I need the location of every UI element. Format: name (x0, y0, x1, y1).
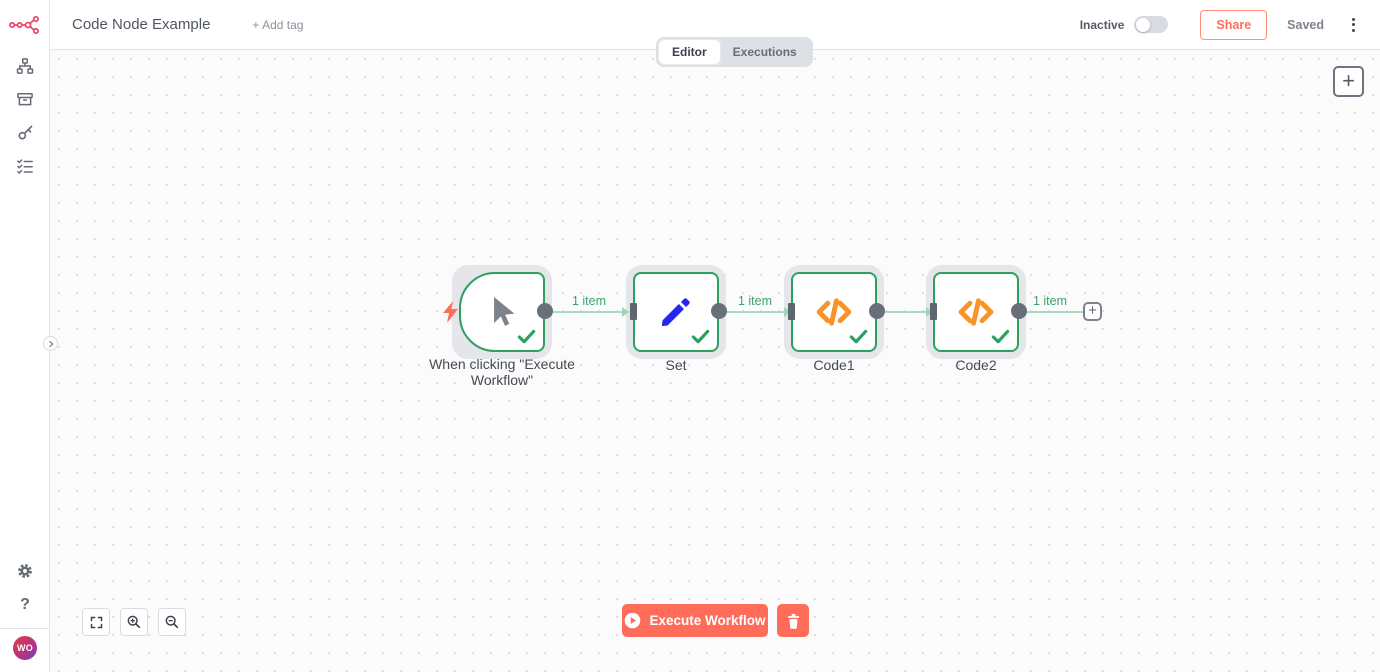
connection-wire[interactable] (877, 311, 933, 313)
add-tag-button[interactable]: + Add tag (252, 17, 304, 32)
zoom-in-button[interactable] (120, 608, 148, 636)
node-code1[interactable] (784, 265, 884, 359)
node-label: When clicking "Execute Workflow" (429, 356, 575, 389)
activation-status-label: Inactive (1079, 17, 1125, 32)
pencil-icon (661, 298, 690, 327)
node-body[interactable] (459, 272, 545, 352)
node-body[interactable] (791, 272, 877, 352)
sidebar-item-settings[interactable] (0, 557, 50, 585)
toggle-knob (1136, 17, 1151, 32)
share-button[interactable]: Share (1200, 9, 1268, 40)
header: Code Node Example + Add tag Inactive Sha… (50, 0, 1380, 50)
zoom-out-icon (165, 615, 179, 629)
success-check-icon (691, 329, 710, 344)
connection-wire[interactable] (545, 311, 629, 313)
input-connector[interactable] (930, 303, 937, 320)
sidebar-item-help[interactable]: ? (0, 591, 50, 619)
connection-label: 1 item (571, 294, 607, 308)
success-check-icon (991, 329, 1010, 344)
node-label: Code2 (955, 357, 997, 373)
trash-icon (787, 613, 799, 629)
saved-status-label: Saved (1287, 17, 1324, 32)
output-connector[interactable] (1011, 303, 1027, 319)
tab-executions[interactable]: Executions (732, 45, 797, 59)
more-options-menu-icon[interactable] (1344, 15, 1362, 35)
play-icon (625, 612, 641, 629)
user-avatar[interactable]: WO (13, 636, 37, 660)
success-check-icon (517, 329, 536, 344)
sidebar-item-workflows[interactable] (0, 52, 50, 80)
credentials-key-icon (17, 125, 32, 140)
node-body[interactable] (933, 272, 1019, 352)
connection-arrow-icon (926, 307, 933, 317)
connection-arrow-icon (784, 307, 791, 317)
executions-list-icon (17, 159, 33, 175)
output-connector[interactable] (537, 303, 553, 319)
connection-wire[interactable] (1019, 311, 1085, 313)
connection-wire[interactable] (719, 311, 791, 313)
code-icon (816, 298, 852, 326)
node-body[interactable] (633, 272, 719, 352)
sidebar-item-executions[interactable] (0, 152, 50, 180)
add-node-button[interactable]: + (1333, 66, 1364, 97)
zoom-in-icon (127, 615, 141, 629)
settings-gear-icon (18, 564, 32, 578)
sidebar-item-templates[interactable] (0, 85, 50, 113)
workflows-icon (16, 58, 34, 74)
fit-view-icon (90, 616, 102, 628)
view-tabs: Editor Executions (656, 37, 813, 67)
node-label: Set (665, 357, 687, 373)
zoom-out-button[interactable] (158, 608, 186, 636)
sidebar-divider (0, 628, 50, 629)
code-icon (958, 298, 994, 326)
connection-arrow-icon (622, 307, 629, 317)
header-actions: Inactive Share Saved (1079, 9, 1380, 40)
workflow-canvas[interactable]: + 1 item 1 item 1 item + (50, 50, 1380, 672)
add-node-endpoint-button[interactable]: + (1083, 302, 1102, 321)
connection-label: 1 item (737, 294, 773, 308)
activation-toggle[interactable] (1134, 16, 1169, 33)
trigger-bolt-icon (443, 301, 458, 323)
workflow-title[interactable]: Code Node Example (72, 16, 211, 33)
sidebar-item-credentials[interactable] (0, 118, 50, 146)
connection-label: 1 item (1032, 294, 1068, 308)
cursor-icon (494, 296, 515, 326)
output-connector[interactable] (869, 303, 885, 319)
node-label: Code1 (813, 357, 855, 373)
help-icon: ? (20, 596, 30, 613)
tab-editor[interactable]: Editor (659, 40, 720, 64)
sidebar-expand-button[interactable] (43, 336, 58, 351)
input-connector[interactable] (788, 303, 795, 320)
node-set[interactable] (626, 265, 726, 359)
node-when-clicking-execute-workflow[interactable] (452, 265, 552, 359)
input-connector[interactable] (630, 303, 637, 320)
templates-icon (17, 93, 33, 106)
sidebar: ? WO (0, 0, 50, 672)
delete-workflow-button[interactable] (777, 604, 809, 637)
execute-workflow-button[interactable]: Execute Workflow (622, 604, 768, 637)
output-connector[interactable] (711, 303, 727, 319)
success-check-icon (849, 329, 868, 344)
fit-view-button[interactable] (82, 608, 110, 636)
n8n-logo-icon (9, 15, 39, 35)
execute-workflow-label: Execute Workflow (649, 613, 766, 628)
chevron-right-icon (48, 340, 53, 347)
